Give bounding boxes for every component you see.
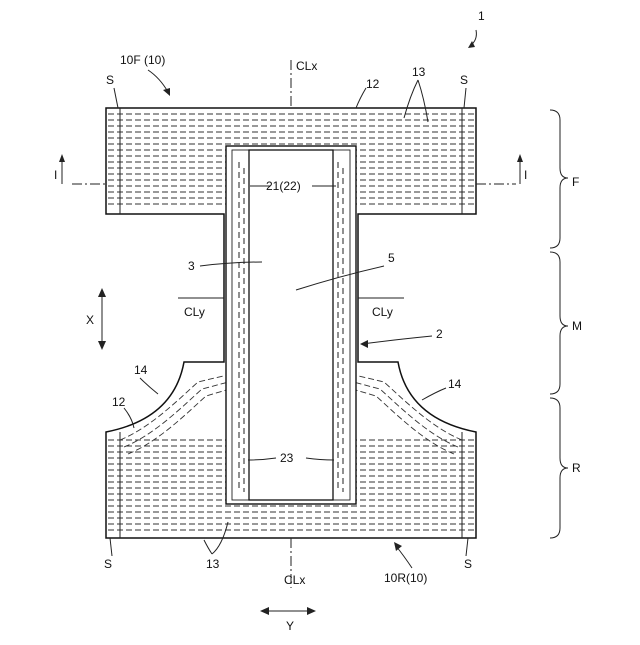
label-r: R — [572, 461, 581, 475]
x-arrow-head-down — [98, 341, 106, 350]
leg-elastic-left — [124, 379, 240, 447]
label-m: M — [572, 319, 582, 333]
leader-12-top — [356, 88, 366, 108]
label-21-22: 21(22) — [266, 179, 301, 193]
label-23: 23 — [280, 451, 294, 465]
leader-14-left — [140, 378, 158, 394]
leader-14-right — [422, 388, 446, 400]
y-arrow-head-left — [260, 607, 269, 615]
label-13-bottom: 13 — [206, 557, 220, 571]
label-12-left: 12 — [112, 395, 126, 409]
x-arrow-head-up — [98, 288, 106, 297]
leader-front — [148, 70, 168, 92]
label-3: 3 — [188, 259, 195, 273]
label-s-bottom-right: S — [464, 557, 472, 571]
label-5: 5 — [388, 251, 395, 265]
leg-elastic-right — [342, 386, 454, 454]
leader-13-bottom-a — [204, 540, 212, 554]
label-i-right: I — [524, 168, 527, 182]
leader-2-arrowhead — [360, 340, 368, 348]
leader-s-bottom-right — [466, 538, 468, 556]
leg-elastic-right — [342, 372, 462, 440]
leader-rear — [396, 546, 412, 568]
label-12-top: 12 — [366, 77, 380, 91]
leader-rear-arrowhead — [394, 542, 402, 551]
label-cly-right: CLy — [372, 305, 393, 319]
label-x: X — [86, 313, 94, 327]
label-s-top-left: S — [106, 73, 114, 87]
label-i-left: I — [54, 168, 57, 182]
brace-front-region — [550, 110, 568, 248]
label-cly-left: CLy — [184, 305, 205, 319]
leg-elastic-left — [128, 386, 240, 454]
leader-13-top-a — [404, 80, 418, 118]
label-s-top-right: S — [460, 73, 468, 87]
leader-s-bottom-left — [110, 538, 112, 556]
label-14-left: 14 — [134, 363, 148, 377]
label-clx-top: CLx — [296, 59, 317, 73]
label-f: F — [572, 175, 579, 189]
section-arrow-left-head — [59, 154, 65, 162]
leader-13-top-b — [418, 80, 428, 122]
leader-front-arrowhead — [163, 88, 170, 96]
leader-s-top-left — [114, 88, 118, 108]
absorbent-core — [249, 150, 333, 500]
section-arrow-right-head — [517, 154, 523, 162]
leader-2 — [362, 336, 432, 344]
leg-elastic-right — [342, 379, 458, 447]
leader-s-top-right — [464, 88, 466, 108]
label-clx-bottom: CLx — [284, 573, 305, 587]
brace-middle-region — [550, 252, 568, 394]
label-2: 2 — [436, 327, 443, 341]
label-13-top: 13 — [412, 65, 426, 79]
label-14-right: 14 — [448, 377, 462, 391]
label-ref-1: 1 — [478, 9, 485, 23]
brace-rear-region — [550, 398, 568, 538]
leg-elastic-left — [120, 372, 240, 440]
label-rear-panel: 10R(10) — [384, 571, 427, 585]
label-y: Y — [286, 619, 294, 633]
label-front-panel: 10F (10) — [120, 53, 165, 67]
y-arrow-head-right — [307, 607, 316, 615]
label-s-bottom-left: S — [104, 557, 112, 571]
